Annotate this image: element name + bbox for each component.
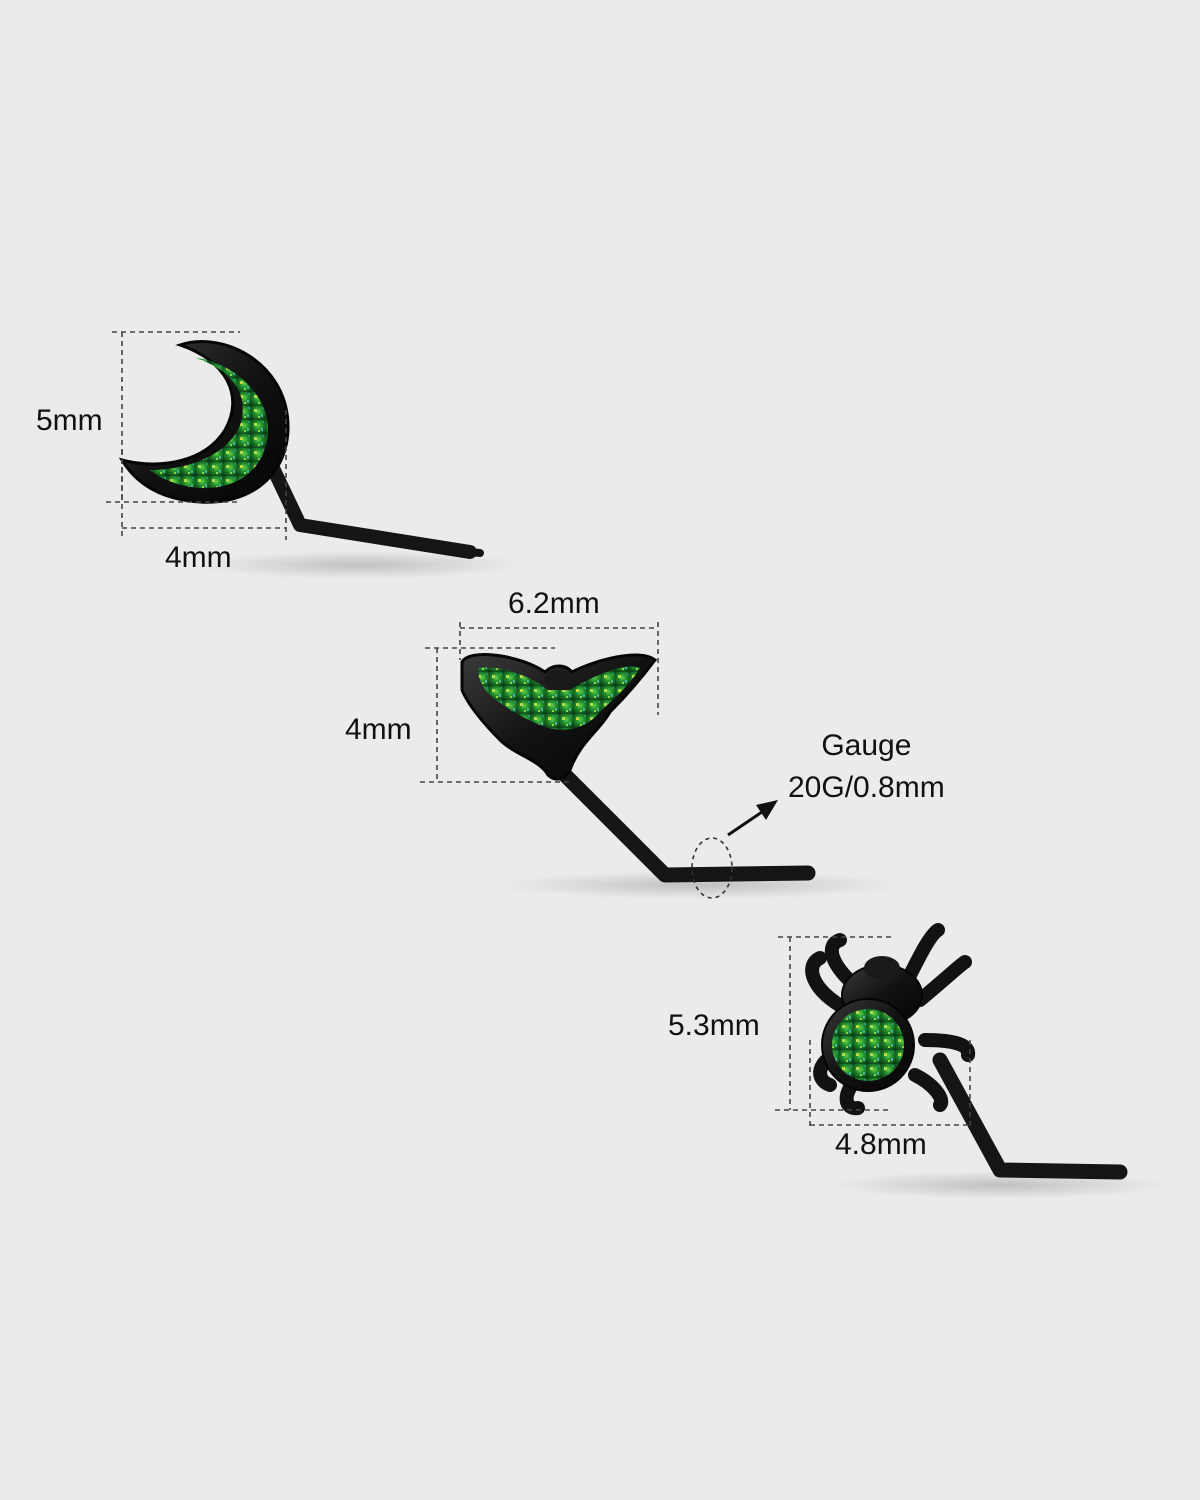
- gauge-indicator: [691, 800, 778, 899]
- gauge-value: 20G/0.8mm: [788, 771, 945, 804]
- bat-nose-stud: [460, 653, 900, 899]
- moon-width-label: 4mm: [165, 541, 232, 574]
- moon-dimension-lines: [106, 331, 287, 540]
- bat-height-label: 4mm: [345, 713, 412, 746]
- bat-width-label: 6.2mm: [508, 587, 600, 620]
- moon-nose-stud: [118, 340, 520, 579]
- gauge-label: Gauge 20G/0.8mm: [788, 725, 945, 809]
- spider-dimension-lines: [775, 936, 971, 1128]
- moon-height-label: 5mm: [36, 404, 103, 437]
- spider-width-label: 4.8mm: [835, 1128, 927, 1161]
- gauge-title: Gauge: [821, 729, 912, 762]
- spider-nose-stud: [805, 923, 1170, 1199]
- bat-dimension-lines: [420, 622, 659, 783]
- spider-height-label: 5.3mm: [668, 1009, 760, 1042]
